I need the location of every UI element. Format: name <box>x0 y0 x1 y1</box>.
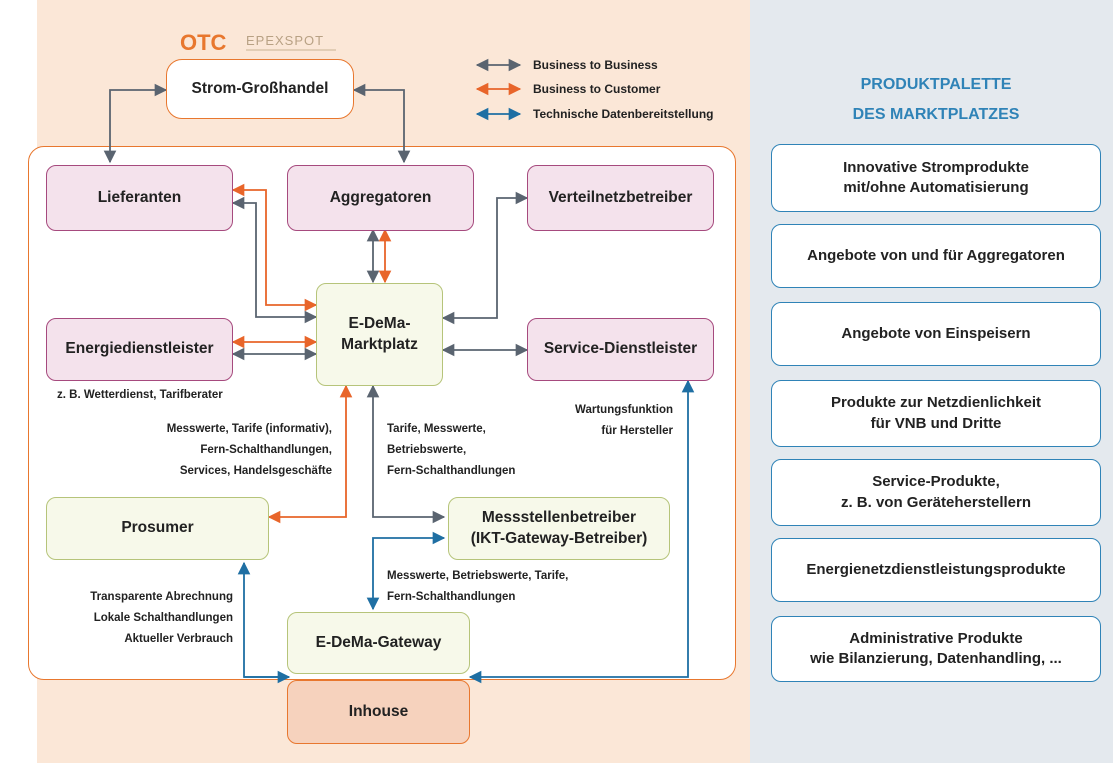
node-lieferanten: Lieferanten <box>46 165 233 231</box>
product-item: Innovative Stromprodukte mit/ohne Automa… <box>771 144 1101 212</box>
product-item: Service-Produkte, z. B. von Geräteherste… <box>771 459 1101 526</box>
node-verteilnetzbetreiber: Verteilnetzbetreiber <box>527 165 714 231</box>
product-item: Angebote von und für Aggregatoren <box>771 224 1101 288</box>
node-inhouse: Inhouse <box>287 680 470 744</box>
messstellen-gateway-link <box>366 531 446 611</box>
prosumer-flow-label: Messwerte, Tarife (informativ), Fern-Sch… <box>166 423 332 477</box>
otc-logo: OTC <box>180 30 227 55</box>
product-item: Produkte zur Netzdienlichkeit für VNB un… <box>771 380 1101 447</box>
inhouse-flow-label: Transparente Abrechnung Lokale Schalthan… <box>90 591 233 645</box>
inhouse-service-link <box>468 379 695 684</box>
marktplatz-messstellen-flow-label: Tarife, Messwerte, Betriebswerte, Fern-S… <box>387 423 516 477</box>
energiedienst-note: z. B. Wetterdienst, Tarifberater <box>57 389 223 401</box>
strom-aggregatoren-link <box>352 83 411 164</box>
legend-tech-label: Technische Datenbereitstellung <box>533 107 714 121</box>
node-strom-grosshandel: Strom-Großhandel <box>166 59 354 119</box>
epexspot-logo-underline <box>246 49 336 51</box>
node-prosumer: Prosumer <box>46 497 269 560</box>
product-item: Administrative Produkte wie Bilanzierung… <box>771 616 1101 682</box>
node-marktplatz: E-DeMa- Marktplatz <box>316 283 443 386</box>
product-panel-title: PRODUKTPALETTE DES MARKTPLATZES <box>852 76 1020 123</box>
product-item: Energienetzdienstleistungsprodukte <box>771 538 1101 602</box>
node-messstellenbetreiber: Messstellenbetreiber (IKT-Gateway-Betrei… <box>448 497 670 560</box>
node-aggregatoren: Aggregatoren <box>287 165 474 231</box>
node-gateway: E-DeMa-Gateway <box>287 612 470 674</box>
wartung-label: Wartungsfunktion für Hersteller <box>575 404 673 437</box>
prosumer-inhouse-link <box>237 561 289 678</box>
strom-lieferanten-link <box>103 83 168 164</box>
messstellen-gateway-flow-label: Messwerte, Betriebswerte, Tarife, Fern-S… <box>387 570 569 603</box>
epexspot-logo: EPEXSPOT <box>246 33 325 48</box>
verteilnetz-marktplatz-link <box>441 191 529 325</box>
node-energiedienstleister: Energiedienstleister <box>46 318 233 381</box>
marktplatz-prosumer-link <box>267 384 353 524</box>
legend-b2c-label: Business to Customer <box>533 82 661 96</box>
lieferanten-marktplatz-b2b <box>231 196 318 324</box>
legend-b2b-label: Business to Business <box>533 58 658 72</box>
node-service-dienstleister: Service-Dienstleister <box>527 318 714 381</box>
marktplatz-messstellen-link <box>366 384 446 524</box>
product-item: Angebote von Einspeisern <box>771 302 1101 366</box>
